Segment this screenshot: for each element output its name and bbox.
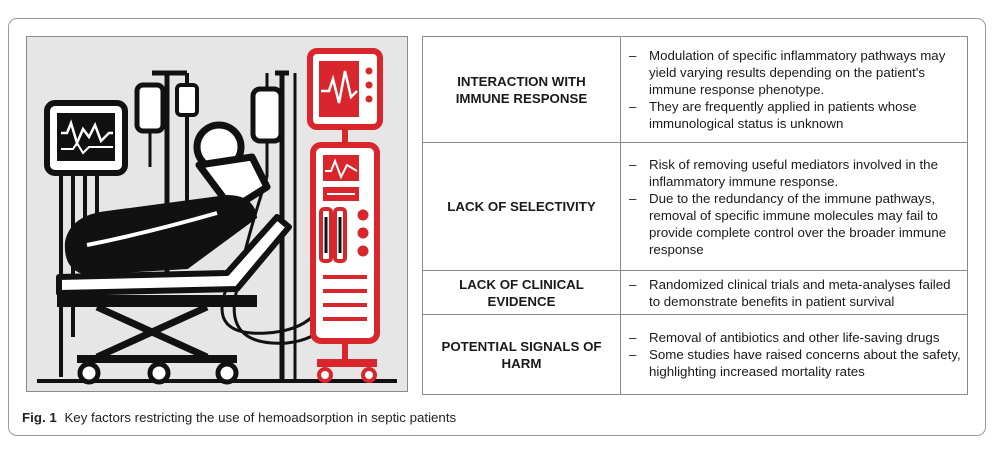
figure-label: Fig. 1 [22, 410, 57, 425]
illustration-panel [26, 36, 408, 392]
factor-label: INTERACTION WITH IMMUNE RESPONSE [422, 36, 621, 143]
factor-label: LACK OF CLINICAL EVIDENCE [422, 270, 621, 315]
factor-points: Randomized clinical trials and meta-anal… [620, 270, 968, 315]
list-item: Some studies have raised concerns about … [627, 346, 961, 380]
table-row: LACK OF SELECTIVITY Risk of removing use… [422, 142, 968, 271]
factor-label: POTENTIAL SIGNALS OF HARM [422, 314, 621, 395]
hemoadsorption-machine-icon [307, 48, 383, 383]
list-item: Modulation of specific inflammatory path… [627, 47, 961, 98]
patient-bed-icon [56, 121, 342, 385]
factor-points: Removal of antibiotics and other life-sa… [620, 314, 968, 395]
list-item: Due to the redundancy of the immune path… [627, 190, 961, 258]
factor-label: LACK OF SELECTIVITY [422, 142, 621, 271]
table-row: POTENTIAL SIGNALS OF HARM Removal of ant… [422, 314, 968, 395]
factor-points: Modulation of specific inflammatory path… [620, 36, 968, 143]
list-item: Randomized clinical trials and meta-anal… [627, 276, 961, 310]
factors-table: INTERACTION WITH IMMUNE RESPONSE Modulat… [422, 36, 968, 395]
list-item: They are frequently applied in patients … [627, 98, 961, 132]
list-item: Removal of antibiotics and other life-sa… [627, 329, 961, 346]
caption-text: Key factors restricting the use of hemoa… [64, 410, 457, 425]
figure-caption: Fig. 1 Key factors restricting the use o… [22, 410, 456, 425]
factor-points: Risk of removing useful mediators involv… [620, 142, 968, 271]
list-item: Risk of removing useful mediators involv… [627, 156, 961, 190]
table-row: INTERACTION WITH IMMUNE RESPONSE Modulat… [422, 36, 968, 143]
table-row: LACK OF CLINICAL EVIDENCE Randomized cli… [422, 270, 968, 315]
hospital-bed-hemoadsorption-machine-icon [37, 48, 397, 385]
